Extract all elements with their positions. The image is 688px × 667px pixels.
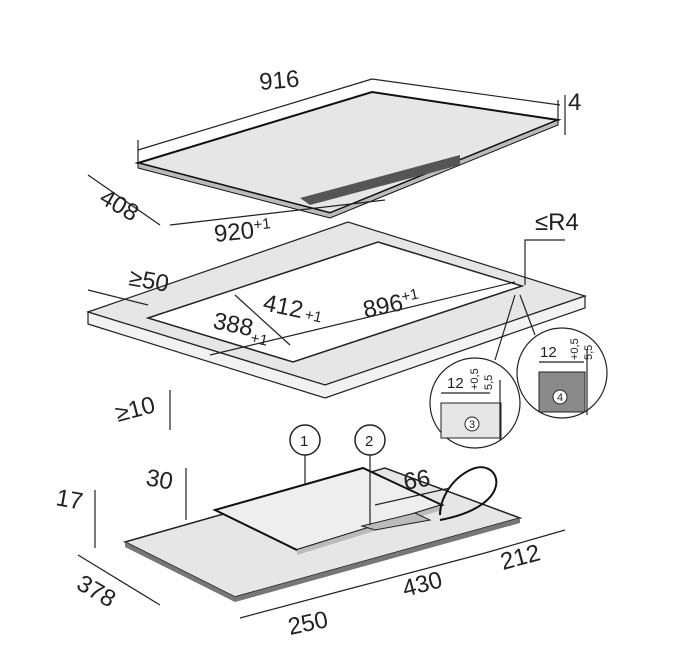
dim-30: 30 <box>144 464 175 495</box>
detail-3-depth: 5,5 <box>483 375 495 390</box>
detail-3-tol: +0,5 <box>469 368 481 390</box>
dim-250: 250 <box>286 606 331 641</box>
hob-top-view: 916 408 4 <box>87 66 581 227</box>
dim-916: 916 <box>258 66 300 96</box>
detail-4-label: 4 <box>557 392 563 404</box>
detail-4: 12 +0,5 5,5 4 <box>516 327 608 419</box>
hob-underside <box>300 155 460 205</box>
dim-r4: ≤R4 <box>535 209 579 236</box>
power-cable <box>439 466 498 521</box>
connector-box <box>360 512 432 531</box>
dim-min-50: ≥50 <box>127 264 171 298</box>
dim-17: 17 <box>54 484 85 515</box>
countertop-edge <box>87 295 586 399</box>
dim-920: 920+1 <box>213 215 273 248</box>
hob-bottom-view: 1 2 66 30 17 378 250 430 212 <box>54 424 566 641</box>
dim-388: 388+1 <box>210 307 272 349</box>
radius-leader <box>524 239 565 285</box>
countertop-cutout: 920+1 ≤R4 ≥50 896+1 412+1 388+1 ≥10 <box>86 199 587 430</box>
svg-text:1: 1 <box>300 433 308 450</box>
dim-66: 66 <box>401 465 432 496</box>
detail-3-label: 3 <box>469 419 475 431</box>
cutout-hole <box>145 241 525 363</box>
detail-4-depth: 5,5 <box>583 345 595 360</box>
dim-4: 4 <box>568 89 581 116</box>
detail-3-width: 12 <box>447 375 464 392</box>
dim-430: 430 <box>400 566 446 602</box>
detail-3: 12 +0,5 5,5 3 <box>429 357 521 449</box>
dim-408: 408 <box>95 184 143 227</box>
dim-212: 212 <box>498 539 544 575</box>
hob-glass-edge <box>137 119 559 219</box>
dim-min-10: ≥10 <box>113 391 159 427</box>
svg-text:2: 2 <box>365 433 373 450</box>
dim-916-line <box>371 78 561 106</box>
detail-4-tol: +0,5 <box>569 338 581 360</box>
detail-4-width: 12 <box>540 344 557 361</box>
